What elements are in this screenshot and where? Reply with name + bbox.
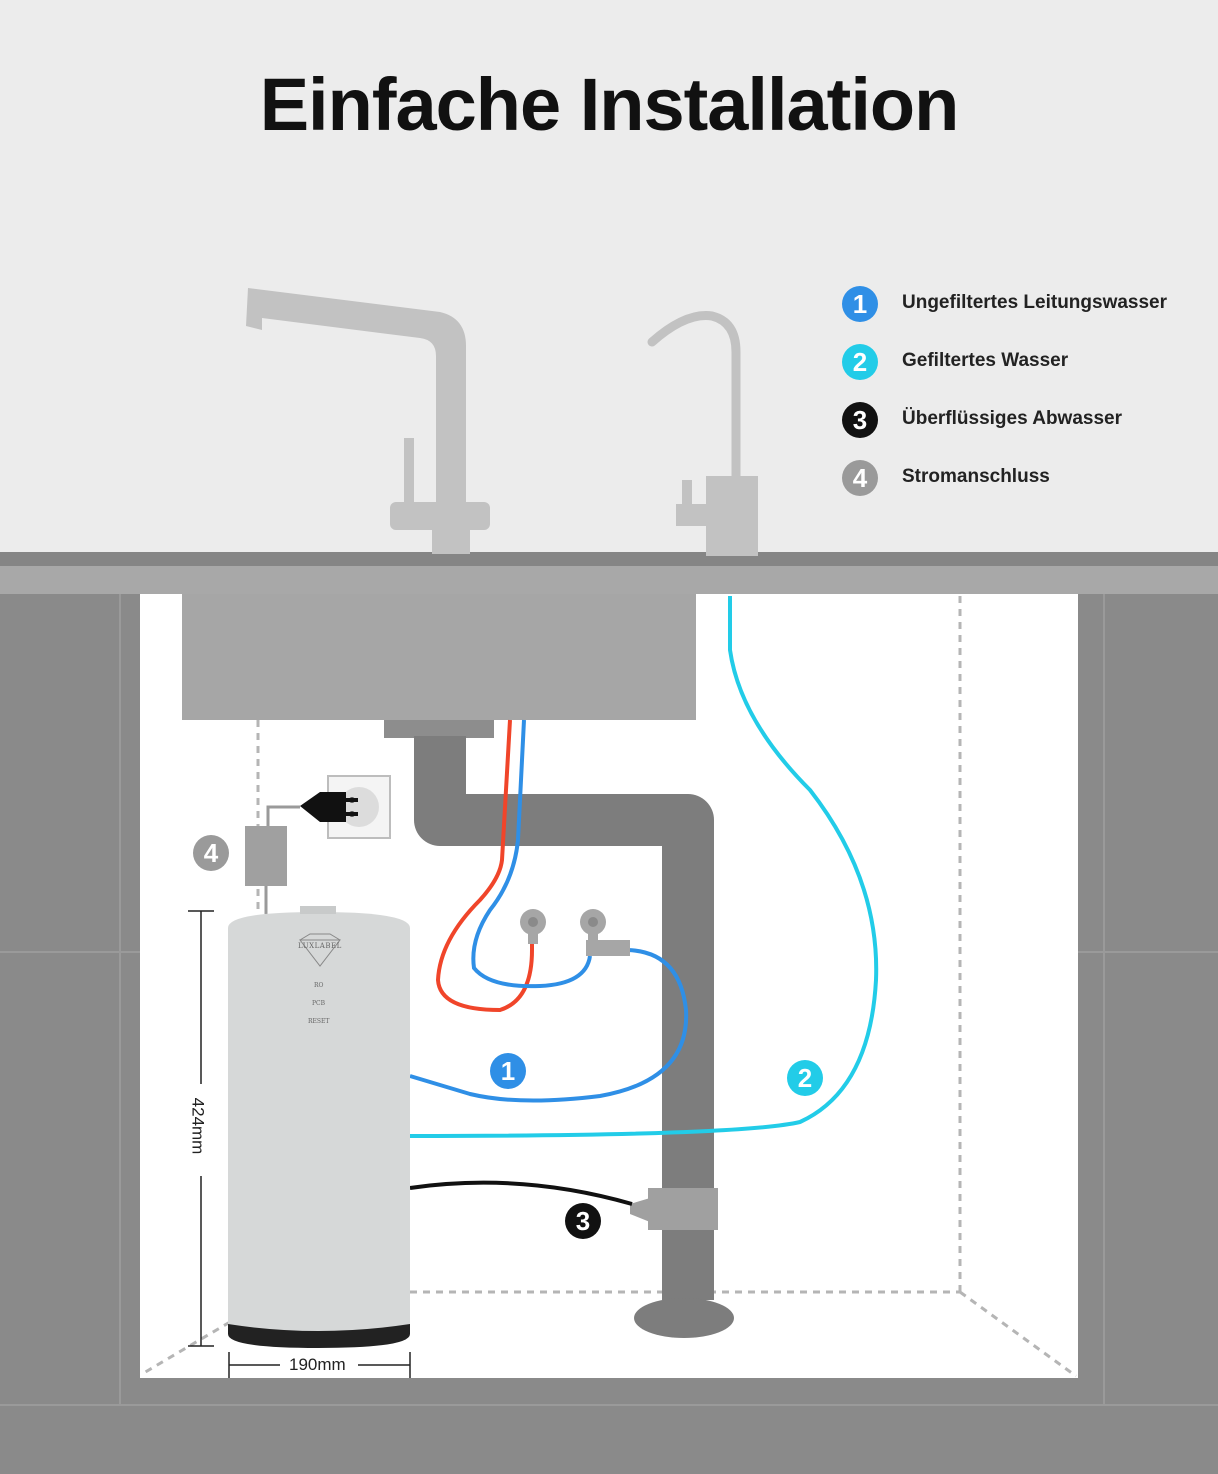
legend-label: Überflüssiges Abwasser [902,408,1122,429]
power-adapter [245,826,287,886]
filter-unit [228,906,410,1348]
angle-valve-right [580,909,630,956]
device-brand-label: LUXLABEL [298,942,342,950]
legend-number-badge: 2 [842,344,878,380]
dimension-lines [188,910,411,1378]
legend-label: Stromanschluss [902,466,1050,487]
filtered-water-line [409,596,879,1138]
width-dimension-label: 190mm [283,1355,352,1375]
filter-faucet [647,311,758,556]
kitchen-faucet [246,288,490,554]
legend-number-badge: 4 [842,460,878,496]
power-outlet [327,775,391,839]
drain-pipe [414,736,714,1300]
hot-water-line [435,719,534,1013]
height-dimension-label: 424mm [187,1091,208,1161]
marker-waste-water: 3 [565,1203,601,1239]
tap-water-line [409,948,689,1103]
device-label-ro: RO [314,982,324,989]
drain-connector [648,1188,718,1230]
waste-water-line [409,1180,633,1206]
legend-number-badge: 3 [842,402,878,438]
legend-number-badge: 1 [842,286,878,322]
angle-valve-left [520,909,546,944]
page-title: Einfache Installation [259,63,960,146]
marker-tap-water: 1 [490,1053,526,1089]
marker-filtered-water: 2 [787,1060,823,1096]
marker-power: 4 [193,835,229,871]
legend-label: Gefiltertes Wasser [902,350,1069,371]
power-plug [300,792,358,822]
device-label-reset: RESET [308,1018,330,1025]
legend-label: Ungefiltertes Leitungswasser [902,292,1168,313]
sink-basin [182,594,696,720]
cold-water-line [471,719,592,989]
device-label-pcb: PCB [312,1000,326,1007]
